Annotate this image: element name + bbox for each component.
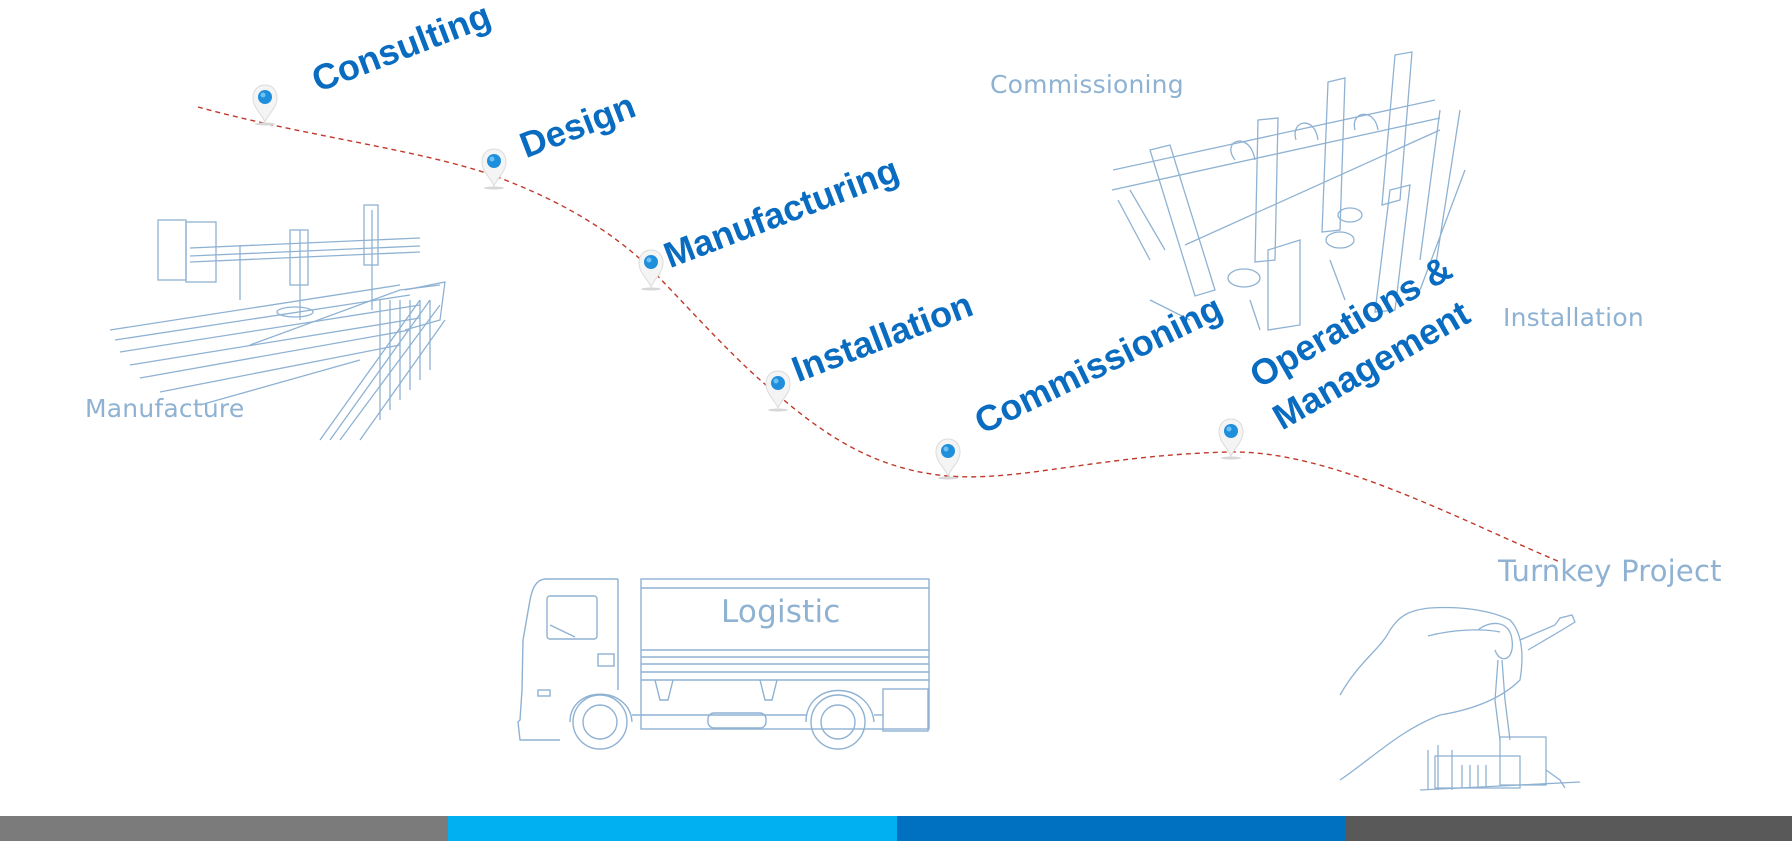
map-pin-icon <box>638 249 664 291</box>
bar-segment-cyan <box>448 816 897 841</box>
bar-segment-dark-gray <box>1345 816 1792 841</box>
footer-color-bar <box>0 816 1792 841</box>
map-pin-icon <box>1218 418 1244 460</box>
plant-illustration <box>1111 51 1466 331</box>
turnkey-caption: Turnkey Project <box>1498 554 1722 588</box>
manufacture-machine-illustration <box>109 204 446 441</box>
hand-key-illustration <box>1339 606 1581 791</box>
map-pin-icon <box>252 84 278 126</box>
truck-illustration <box>517 578 930 750</box>
manufacture-caption: Manufacture <box>85 394 245 423</box>
map-pin-icon <box>935 438 961 480</box>
route-path <box>197 106 1561 563</box>
map-pin-icon <box>481 148 507 190</box>
bar-segment-gray <box>0 816 448 841</box>
logistic-caption: Logistic <box>721 594 841 630</box>
bar-segment-blue <box>897 816 1345 841</box>
installation-caption: Installation <box>1503 303 1644 332</box>
map-pin-icon <box>765 370 791 412</box>
commissioning-caption: Commissioning <box>990 70 1184 99</box>
